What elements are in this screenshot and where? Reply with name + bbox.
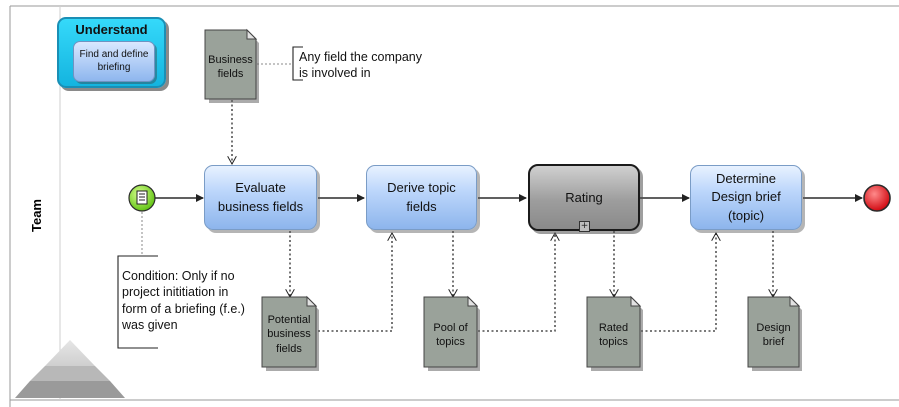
assoc-rated-to-determine — [641, 233, 716, 332]
pyramid-logo — [15, 340, 125, 398]
doc-pool-of-topics[interactable]: Pool of topics — [423, 295, 480, 371]
subprocess-rating-label: Rating — [565, 190, 603, 205]
lane-label: Team — [24, 199, 48, 232]
phase-activity[interactable]: Find and define briefing — [73, 41, 155, 82]
subprocess-rating[interactable]: Rating + — [528, 164, 640, 232]
document-icon — [423, 295, 480, 371]
doc-design-brief[interactable]: Design brief — [747, 295, 802, 371]
assoc-potential-to-derive — [318, 233, 392, 332]
data-associations — [232, 100, 773, 332]
doc-pool-of-topics-label: Pool of topics — [433, 322, 468, 349]
annotation-business-fields: Any field the company is involved in — [299, 50, 422, 81]
doc-rated-topics-label: Rated topics — [598, 322, 629, 349]
end-event[interactable] — [863, 184, 891, 212]
expand-subprocess-icon[interactable]: + — [579, 221, 590, 232]
doc-business-fields-label: Business fields — [208, 54, 253, 81]
doc-potential-business-fields[interactable]: Potential business fields — [261, 295, 319, 371]
doc-design-brief-label: Design brief — [756, 322, 791, 349]
annotation-brackets — [117, 46, 303, 349]
annotation-connectors — [141, 63, 293, 255]
task-derive-topic-fields[interactable]: Derive topic fields — [366, 165, 477, 230]
document-icon — [204, 28, 259, 103]
task-evaluate-business-fields[interactable]: Evaluate business fields — [204, 165, 317, 230]
annotation-condition: Condition: Only if no project inititiati… — [122, 269, 245, 332]
document-icon — [586, 295, 643, 371]
task-determine-design-brief[interactable]: Determine Design brief (topic) — [690, 165, 802, 230]
document-icon — [747, 295, 802, 371]
doc-potential-business-fields-label: Potential business fields — [267, 314, 311, 355]
doc-business-fields[interactable]: Business fields — [204, 28, 259, 103]
document-icon — [261, 295, 319, 371]
start-event[interactable] — [128, 184, 156, 212]
phase-understand[interactable]: Understand Find and define briefing — [57, 17, 166, 88]
lane-label-text: Team — [28, 198, 44, 232]
assoc-pool-to-rating — [478, 233, 555, 332]
phase-title: Understand — [75, 22, 148, 37]
doc-rated-topics[interactable]: Rated topics — [586, 295, 643, 371]
